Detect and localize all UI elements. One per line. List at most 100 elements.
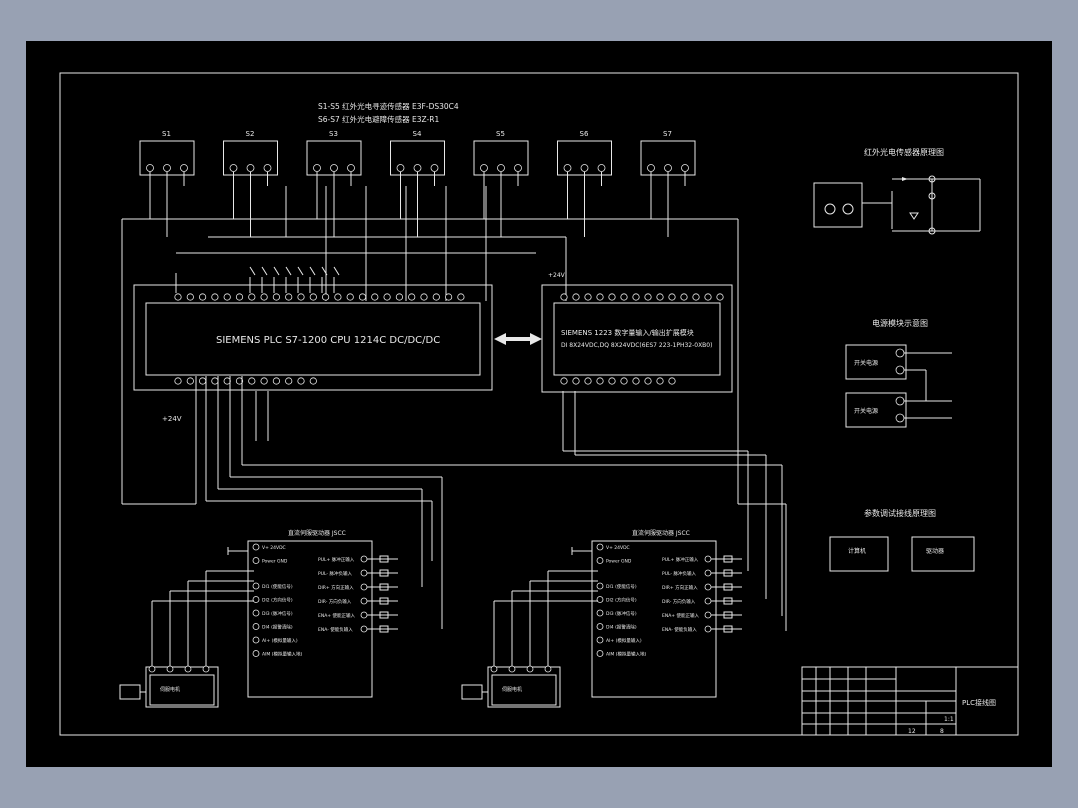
terminal xyxy=(186,377,194,385)
driver-right-label: PUL+ 脉冲正输入 xyxy=(318,556,355,563)
param-debug-diagram: 参数调试接线原理图 计算机 驱动器 xyxy=(829,508,975,572)
power-unit1-label: 开关电源 xyxy=(854,359,878,367)
driver-left-label: V+ 24VDC xyxy=(262,545,286,551)
plc-top-terminals xyxy=(174,293,465,301)
sensor-s3: S3 xyxy=(306,130,362,237)
sensor-label: S3 xyxy=(329,130,338,138)
terminal xyxy=(174,293,182,301)
terminal xyxy=(211,293,219,301)
sensor-label: S6 xyxy=(580,130,589,138)
expansion-subtitle: DI 8X24VDC,DQ 8X24VDC(6ES7 223-1PH32-0XB… xyxy=(561,342,712,349)
terminal xyxy=(608,293,616,301)
terminal xyxy=(656,377,664,385)
terminal xyxy=(395,293,403,301)
driver-left-label: AI+ (模拟量输入) xyxy=(606,637,642,644)
plc-input-switches xyxy=(175,252,536,293)
terminal xyxy=(632,293,640,301)
terminal xyxy=(620,293,628,301)
driver-right-label: DIR+ 方向正输入 xyxy=(662,584,698,591)
terminal xyxy=(457,293,465,301)
driver-right-label: ENA+ 使能正输入 xyxy=(662,612,699,619)
param-debug-box2: 驱动器 xyxy=(926,548,944,555)
driver-left-label: DI4 (报警清除) xyxy=(262,624,293,631)
terminal xyxy=(334,293,342,301)
plc-driver-wiring xyxy=(205,376,783,629)
sensor-s5: S5 xyxy=(473,130,529,237)
terminal xyxy=(644,293,652,301)
terminal xyxy=(235,377,244,385)
sensor-s4: S4 xyxy=(390,130,445,237)
driver-left-label: Power GND xyxy=(606,559,632,565)
terminal xyxy=(444,293,453,301)
driver-right-label: ENA+ 使能正输入 xyxy=(318,612,355,619)
expansion-supply-label: +24V xyxy=(548,272,566,279)
terminal xyxy=(223,377,231,385)
terminal xyxy=(584,377,592,385)
driver-title: 直流伺服驱动器 JSCC xyxy=(632,529,690,537)
driver-title: 直流伺服驱动器 JSCC xyxy=(288,529,346,537)
driver-left-label: DI4 (报警清除) xyxy=(606,624,637,631)
driver-left-label: DI1 (使能信号) xyxy=(606,583,637,590)
driver-left-label: AI+ (模拟量输入) xyxy=(262,637,298,644)
sensor-s2: S2 xyxy=(223,130,278,237)
driver-right-label: ENA- 使能负输入 xyxy=(662,626,697,633)
terminal xyxy=(309,377,317,385)
terminal xyxy=(644,377,652,385)
expansion-title: SIEMENS 1223 数字量输入/输出扩展模块 xyxy=(561,328,694,337)
plc-supply-label: +24V xyxy=(162,415,182,423)
driver-left-label: DI1 (使能信号) xyxy=(262,583,293,590)
terminal xyxy=(596,293,604,301)
comm-arrow xyxy=(494,333,542,345)
terminal xyxy=(704,293,712,301)
terminal xyxy=(248,377,256,385)
sensor-row: S1 S2 S3 S4 S5 S6 S7 xyxy=(139,130,696,237)
terminal xyxy=(223,293,231,301)
terminal xyxy=(560,293,568,301)
terminal xyxy=(297,377,305,385)
terminal xyxy=(358,293,367,301)
terminal xyxy=(680,293,688,301)
terminal xyxy=(346,293,354,301)
servo-drivers: 直流伺服驱动器 JSCC V+ 24VDC Power GND DI1 (使能信号) D… xyxy=(119,529,742,708)
drawing-name: PLC接线图 xyxy=(962,698,996,707)
driver-left-label: AIM (模拟量输入地) xyxy=(262,651,302,658)
terminal xyxy=(596,377,604,385)
sensor-note-line2: S6-S7 红外光电避障传感器 E3Z-R1 xyxy=(318,114,439,124)
terminal xyxy=(248,293,256,301)
sensor-s6: S6 xyxy=(557,130,612,237)
plc-cpu-block: SIEMENS PLC S7-1200 CPU 1214C DC/DC/DC +… xyxy=(133,252,536,423)
driver-left-label: AIM (模拟量输入地) xyxy=(606,651,646,658)
terminal xyxy=(285,377,293,385)
terminal xyxy=(260,293,268,301)
driver-right-label: PUL- 脉冲负输入 xyxy=(318,570,352,577)
expansion-module-block: SIEMENS 1223 数字量输入/输出扩展模块 DI 8X24VDC,DQ … xyxy=(541,272,733,393)
sensor-label: S5 xyxy=(496,130,505,138)
sheet-number: 12 xyxy=(908,728,916,735)
driver-right-label: PUL+ 脉冲正输入 xyxy=(662,556,699,563)
sensor-bus-wiring xyxy=(121,186,787,631)
plc-bottom-terminals xyxy=(174,377,317,385)
terminal xyxy=(199,293,207,301)
power-module-diagram: 电源模块示意图 开关电源 开关电源 xyxy=(845,318,952,428)
terminal xyxy=(692,293,700,301)
terminal xyxy=(608,377,616,385)
sensor-label: S2 xyxy=(246,130,255,138)
driver-right-label: ENA- 使能负输入 xyxy=(318,626,353,633)
sensor-s7: S7 xyxy=(640,130,696,237)
terminal xyxy=(716,293,724,301)
terminal xyxy=(572,293,580,301)
plc-title: SIEMENS PLC S7-1200 CPU 1214C DC/DC/DC xyxy=(216,335,440,346)
power-module-title: 电源模块示意图 xyxy=(872,318,928,328)
power-unit2-label: 开关电源 xyxy=(854,407,878,415)
sensor-s1: S1 xyxy=(139,130,195,237)
terminal xyxy=(211,377,219,385)
expansion-top-terminals xyxy=(560,293,724,301)
terminal xyxy=(272,293,280,301)
terminal xyxy=(371,293,379,301)
sensor-principle-title: 红外光电传感器原理图 xyxy=(864,147,944,157)
sensor-note-line1: S1-S5 红外光电寻迹传感器 E3F-DS30C4 xyxy=(318,101,459,111)
terminal xyxy=(420,293,428,301)
driver-right-label: DIR- 方向负输入 xyxy=(662,598,696,605)
terminal xyxy=(656,293,664,301)
